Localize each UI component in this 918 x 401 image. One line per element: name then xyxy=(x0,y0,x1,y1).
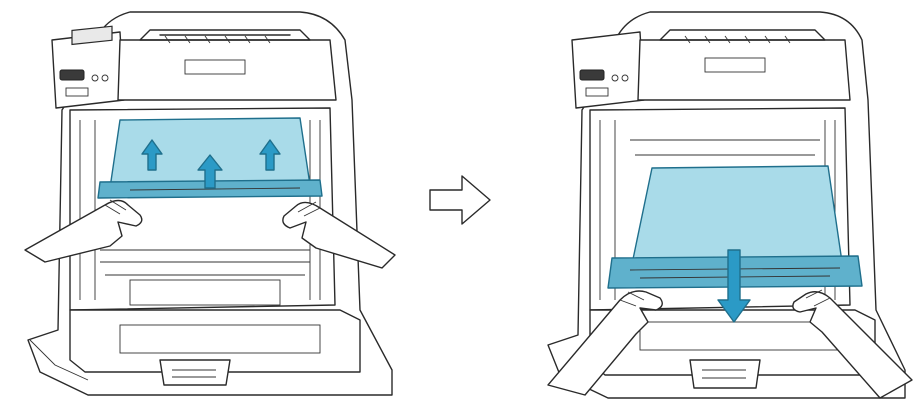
belt-unit xyxy=(97,117,323,199)
control-panel xyxy=(51,25,125,109)
down-arrow-icon xyxy=(717,249,751,323)
left-hand xyxy=(24,199,143,263)
top-cover xyxy=(117,29,337,101)
control-panel xyxy=(571,31,645,109)
up-arrow-icon xyxy=(259,139,281,171)
front-cover-handle xyxy=(159,359,231,386)
step-2-illustration xyxy=(547,11,913,399)
step-1-illustration xyxy=(24,11,396,396)
up-arrow-icon xyxy=(197,154,223,189)
top-cover xyxy=(637,29,851,101)
printer-interior-frame xyxy=(589,107,851,311)
right-hand xyxy=(282,201,396,269)
front-cover xyxy=(69,309,361,373)
right-hand xyxy=(792,291,913,399)
up-arrow-icon xyxy=(141,139,163,171)
left-hand xyxy=(547,290,663,396)
up-arrow-icons xyxy=(141,139,281,189)
front-cover-handle xyxy=(689,359,761,389)
right-arrow-icon xyxy=(429,175,491,225)
